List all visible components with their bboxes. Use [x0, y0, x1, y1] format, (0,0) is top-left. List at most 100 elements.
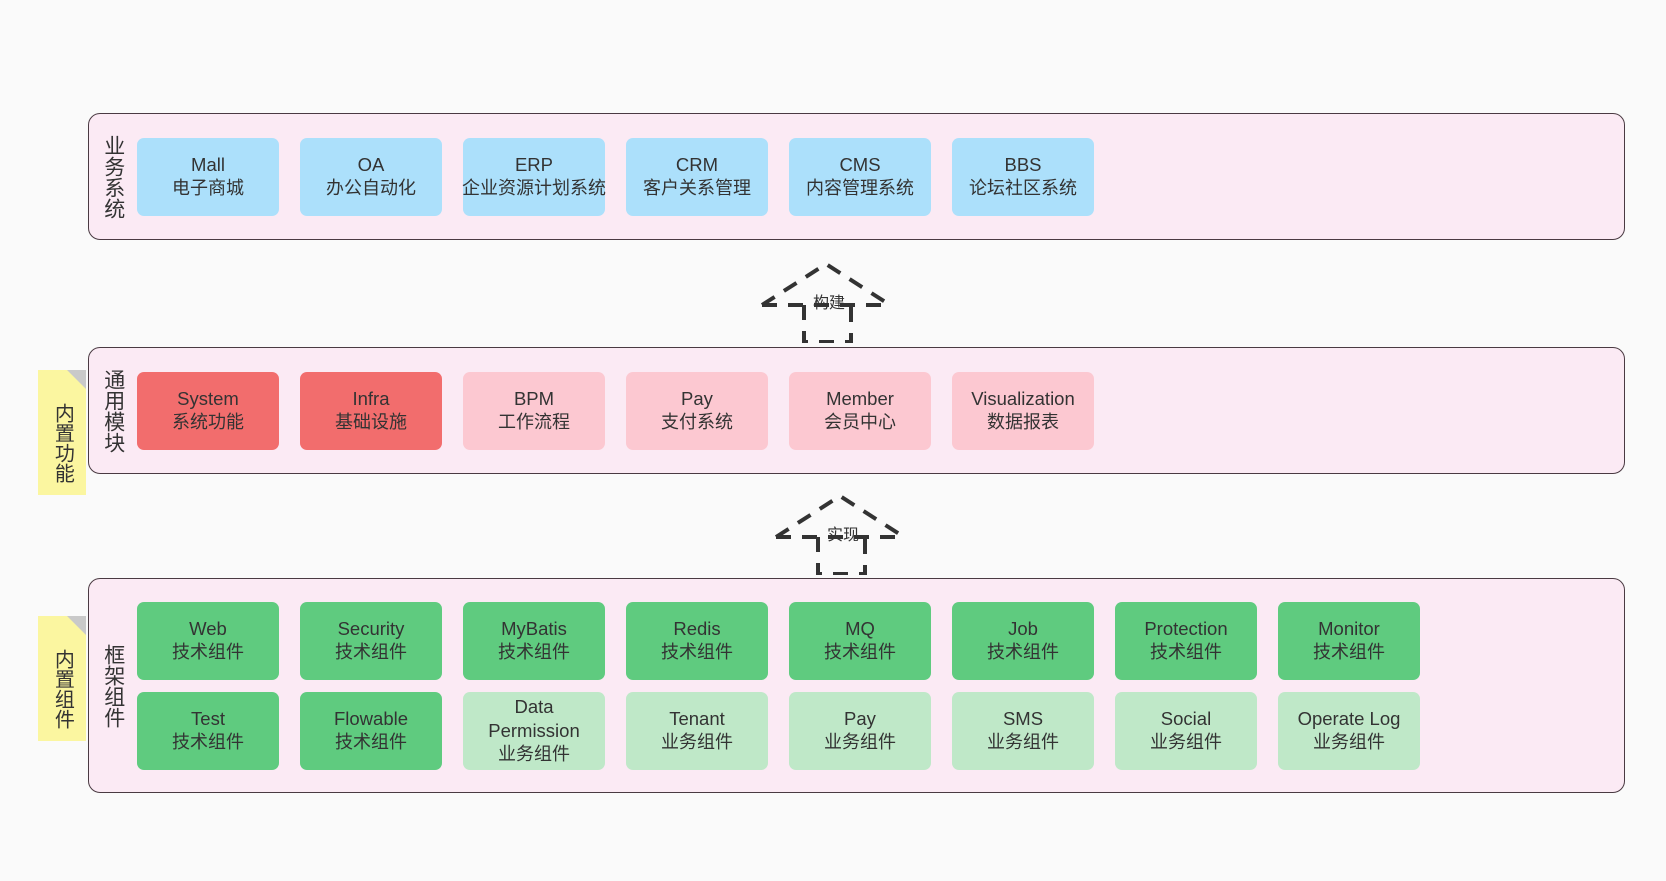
card-job[interactable]: Job 技术组件: [952, 601, 1094, 680]
card-redis[interactable]: Redis 技术组件: [626, 601, 768, 680]
card-bpm[interactable]: BPM 工作流程: [463, 371, 605, 450]
layer-body-framework-components: Web 技术组件 Security 技术组件 MyBatis 技术组件 Redi…: [133, 579, 1624, 792]
card-title-en: Member: [826, 387, 894, 409]
card-system[interactable]: System 系统功能: [137, 371, 279, 450]
card-title-cn: 技术组件: [661, 641, 733, 662]
card-member[interactable]: Member 会员中心: [789, 371, 931, 450]
card-pay-module[interactable]: Pay 支付系统: [626, 371, 768, 450]
card-title-en: Pay: [681, 387, 713, 409]
connector-build-label: 构建: [813, 295, 846, 312]
card-title-en: MQ: [845, 617, 875, 639]
card-mall[interactable]: Mall 电子商城: [137, 137, 279, 216]
card-title-cn: 内容管理系统: [806, 177, 914, 198]
card-title-en: BPM: [513, 387, 555, 409]
card-title-cn: 客户关系管理: [643, 177, 751, 198]
card-visualization[interactable]: Visualization 数据报表: [952, 371, 1094, 450]
card-crm[interactable]: CRM 客户关系管理: [626, 137, 768, 216]
card-mq[interactable]: MQ 技术组件: [789, 601, 931, 680]
card-title-cn: 技术组件: [172, 731, 244, 752]
card-pay-component[interactable]: Pay 业务组件: [789, 691, 931, 770]
card-title-en: Infra: [352, 387, 390, 409]
card-tenant[interactable]: Tenant 业务组件: [626, 691, 768, 770]
card-title-en: SMS: [1002, 707, 1044, 729]
card-title-cn: 业务组件: [1150, 731, 1222, 752]
card-title-cn: 系统功能: [172, 411, 244, 432]
card-title-en: OA: [357, 153, 385, 175]
card-title-en: Monitor: [1318, 617, 1380, 639]
card-title-en: Web: [189, 617, 227, 639]
card-title-cn: 业务组件: [661, 731, 733, 752]
layer-body-common-modules: System 系统功能 Infra 基础设施 BPM 工作流程 Pay 支付系统…: [133, 348, 1624, 473]
card-security[interactable]: Security 技术组件: [300, 601, 442, 680]
card-title-cn: 办公自动化: [326, 177, 416, 198]
card-row: Mall 电子商城 OA 办公自动化 ERP 企业资源计划系统 CRM 客户关系…: [137, 137, 1614, 216]
card-title-en: Protection: [1144, 617, 1228, 639]
card-title-cn: 会员中心: [824, 411, 896, 432]
card-title-cn: 技术组件: [987, 641, 1059, 662]
card-title-en: Mall: [191, 153, 225, 175]
card-title-en: Operate Log: [1297, 707, 1401, 729]
connector-implement-arrow: [774, 493, 906, 575]
card-title-cn: 技术组件: [335, 641, 407, 662]
note-label: 内置组件: [51, 648, 74, 729]
card-infra[interactable]: Infra 基础设施: [300, 371, 442, 450]
card-title-en: Pay: [844, 707, 876, 729]
card-title-en: CRM: [675, 153, 719, 175]
card-mybatis[interactable]: MyBatis 技术组件: [463, 601, 605, 680]
card-title-en: Visualization: [971, 387, 1075, 409]
note-fold-corner-icon: [67, 370, 86, 389]
card-title-cn: 业务组件: [498, 743, 570, 764]
card-title-cn: 技术组件: [824, 641, 896, 662]
card-title-en: Test: [191, 707, 225, 729]
card-row: System 系统功能 Infra 基础设施 BPM 工作流程 Pay 支付系统…: [137, 371, 1614, 450]
card-title-cn: 工作流程: [498, 411, 570, 432]
connector-implement-label: 实现: [827, 527, 860, 544]
card-title-en: Tenant: [669, 707, 725, 729]
card-title-en: System: [177, 387, 239, 409]
card-row: Web 技术组件 Security 技术组件 MyBatis 技术组件 Redi…: [137, 601, 1614, 680]
card-title-cn: 技术组件: [1313, 641, 1385, 662]
card-protection[interactable]: Protection 技术组件: [1115, 601, 1257, 680]
note-fold-corner-icon: [67, 616, 86, 635]
card-cms[interactable]: CMS 内容管理系统: [789, 137, 931, 216]
layer-common-modules: 通用模块 System 系统功能 Infra 基础设施 BPM 工作流程 Pay…: [88, 347, 1625, 474]
card-title-cn: 技术组件: [172, 641, 244, 662]
layer-title-framework-components: 框架组件: [101, 643, 125, 728]
card-title-en: Job: [1008, 617, 1038, 639]
card-title-cn: 论坛社区系统: [969, 177, 1077, 198]
card-row: Test 技术组件 Flowable 技术组件 Data Permission …: [137, 691, 1614, 770]
card-title-en: CMS: [839, 153, 881, 175]
card-oa[interactable]: OA 办公自动化: [300, 137, 442, 216]
card-title-cn: 业务组件: [1313, 731, 1385, 752]
layer-title-business-systems: 业务系统: [101, 134, 125, 219]
card-bbs[interactable]: BBS 论坛社区系统: [952, 137, 1094, 216]
card-test[interactable]: Test 技术组件: [137, 691, 279, 770]
card-sms[interactable]: SMS 业务组件: [952, 691, 1094, 770]
card-social[interactable]: Social 业务组件: [1115, 691, 1257, 770]
layer-framework-components: 框架组件 Web 技术组件 Security 技术组件 MyBatis 技术组件…: [88, 578, 1625, 793]
card-title-cn: 技术组件: [498, 641, 570, 662]
card-title-cn: 支付系统: [661, 411, 733, 432]
card-web[interactable]: Web 技术组件: [137, 601, 279, 680]
card-title-en: BBS: [1004, 153, 1042, 175]
card-flowable[interactable]: Flowable 技术组件: [300, 691, 442, 770]
card-title-en: Flowable: [333, 707, 409, 729]
card-title-cn: 企业资源计划系统: [462, 177, 606, 198]
layer-title-common-modules: 通用模块: [101, 368, 125, 453]
card-title-cn: 技术组件: [335, 731, 407, 752]
card-title-cn: 数据报表: [987, 411, 1059, 432]
card-operate-log[interactable]: Operate Log 业务组件: [1278, 691, 1420, 770]
card-erp[interactable]: ERP 企业资源计划系统: [462, 137, 606, 216]
card-data-permission[interactable]: Data Permission 业务组件: [463, 691, 605, 770]
card-monitor[interactable]: Monitor 技术组件: [1278, 601, 1420, 680]
note-label: 内置功能: [51, 402, 74, 483]
card-title-en: Social: [1160, 707, 1212, 729]
note-builtin-features: 内置功能: [38, 370, 86, 495]
card-title-cn: 业务组件: [824, 731, 896, 752]
card-title-cn: 电子商城: [172, 177, 244, 198]
card-title-en: Data Permission: [488, 695, 580, 741]
card-title-en: Security: [337, 617, 405, 639]
card-title-cn: 基础设施: [335, 411, 407, 432]
layer-body-business-systems: Mall 电子商城 OA 办公自动化 ERP 企业资源计划系统 CRM 客户关系…: [133, 114, 1624, 239]
